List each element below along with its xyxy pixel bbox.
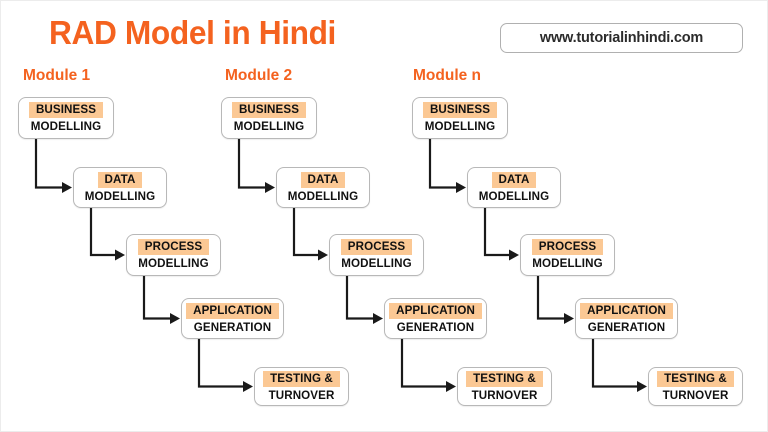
node-label-secondary: MODELLING: [341, 257, 412, 270]
node-label-primary: TESTING &: [657, 370, 734, 387]
node-label-primary: APPLICATION: [186, 302, 279, 319]
page-title: RAD Model in Hindi: [49, 14, 336, 51]
node-module-2-testing-turnover[interactable]: TESTING &TURNOVER: [457, 367, 552, 406]
node-label-primary: TESTING &: [466, 370, 543, 387]
node-label-primary: DATA: [300, 171, 346, 188]
node-label-primary: PROCESS: [137, 239, 210, 255]
website-url-badge: www.tutorialinhindi.com: [500, 23, 743, 53]
node-module-n-business-modelling[interactable]: BUSINESS MODELLING: [412, 97, 508, 139]
node-module-1-testing-turnover[interactable]: TESTING &TURNOVER: [254, 367, 349, 406]
node-label-secondary: MODELLING: [233, 120, 305, 133]
node-label-primary: PROCESS: [531, 239, 604, 255]
node-label-secondary: MODELLING: [30, 120, 102, 133]
node-label-secondary: MODELLING: [532, 257, 603, 270]
node-label-primary: APPLICATION: [389, 302, 482, 319]
node-label-primary: DATA: [491, 171, 537, 188]
node-label-primary: BUSINESS: [231, 102, 307, 118]
node-module-1-process-modelling[interactable]: PROCESS MODELLING: [126, 234, 221, 276]
node-label-secondary: MODELLING: [478, 189, 550, 203]
node-label-secondary: TURNOVER: [471, 388, 538, 402]
node-label-secondary: GENERATION: [193, 320, 272, 334]
node-label-secondary: GENERATION: [396, 320, 475, 334]
website-url-text: www.tutorialinhindi.com: [539, 30, 704, 46]
node-label-secondary: MODELLING: [138, 257, 209, 270]
node-module-2-business-modelling[interactable]: BUSINESS MODELLING: [221, 97, 317, 139]
module-title-module-n: Module n: [413, 67, 482, 84]
node-label-secondary: MODELLING: [287, 189, 359, 203]
node-label-primary: PROCESS: [340, 239, 413, 255]
node-label-primary: APPLICATION: [580, 302, 673, 319]
node-module-2-process-modelling[interactable]: PROCESS MODELLING: [329, 234, 424, 276]
node-label-secondary: MODELLING: [424, 120, 496, 133]
node-label-secondary: MODELLING: [84, 189, 156, 203]
node-module-n-testing-turnover[interactable]: TESTING &TURNOVER: [648, 367, 743, 406]
node-label-primary: TESTING &: [263, 370, 340, 387]
node-label-primary: BUSINESS: [28, 102, 104, 118]
module-title-module-1: Module 1: [23, 67, 91, 84]
node-label-secondary: GENERATION: [587, 320, 666, 334]
node-label-primary: BUSINESS: [422, 102, 498, 118]
node-module-1-business-modelling[interactable]: BUSINESS MODELLING: [18, 97, 114, 139]
module-title-module-2: Module 2: [225, 67, 293, 84]
node-label-primary: DATA: [97, 171, 143, 188]
node-label-secondary: TURNOVER: [662, 388, 729, 402]
node-module-n-process-modelling[interactable]: PROCESS MODELLING: [520, 234, 615, 276]
node-label-secondary: TURNOVER: [268, 388, 335, 402]
